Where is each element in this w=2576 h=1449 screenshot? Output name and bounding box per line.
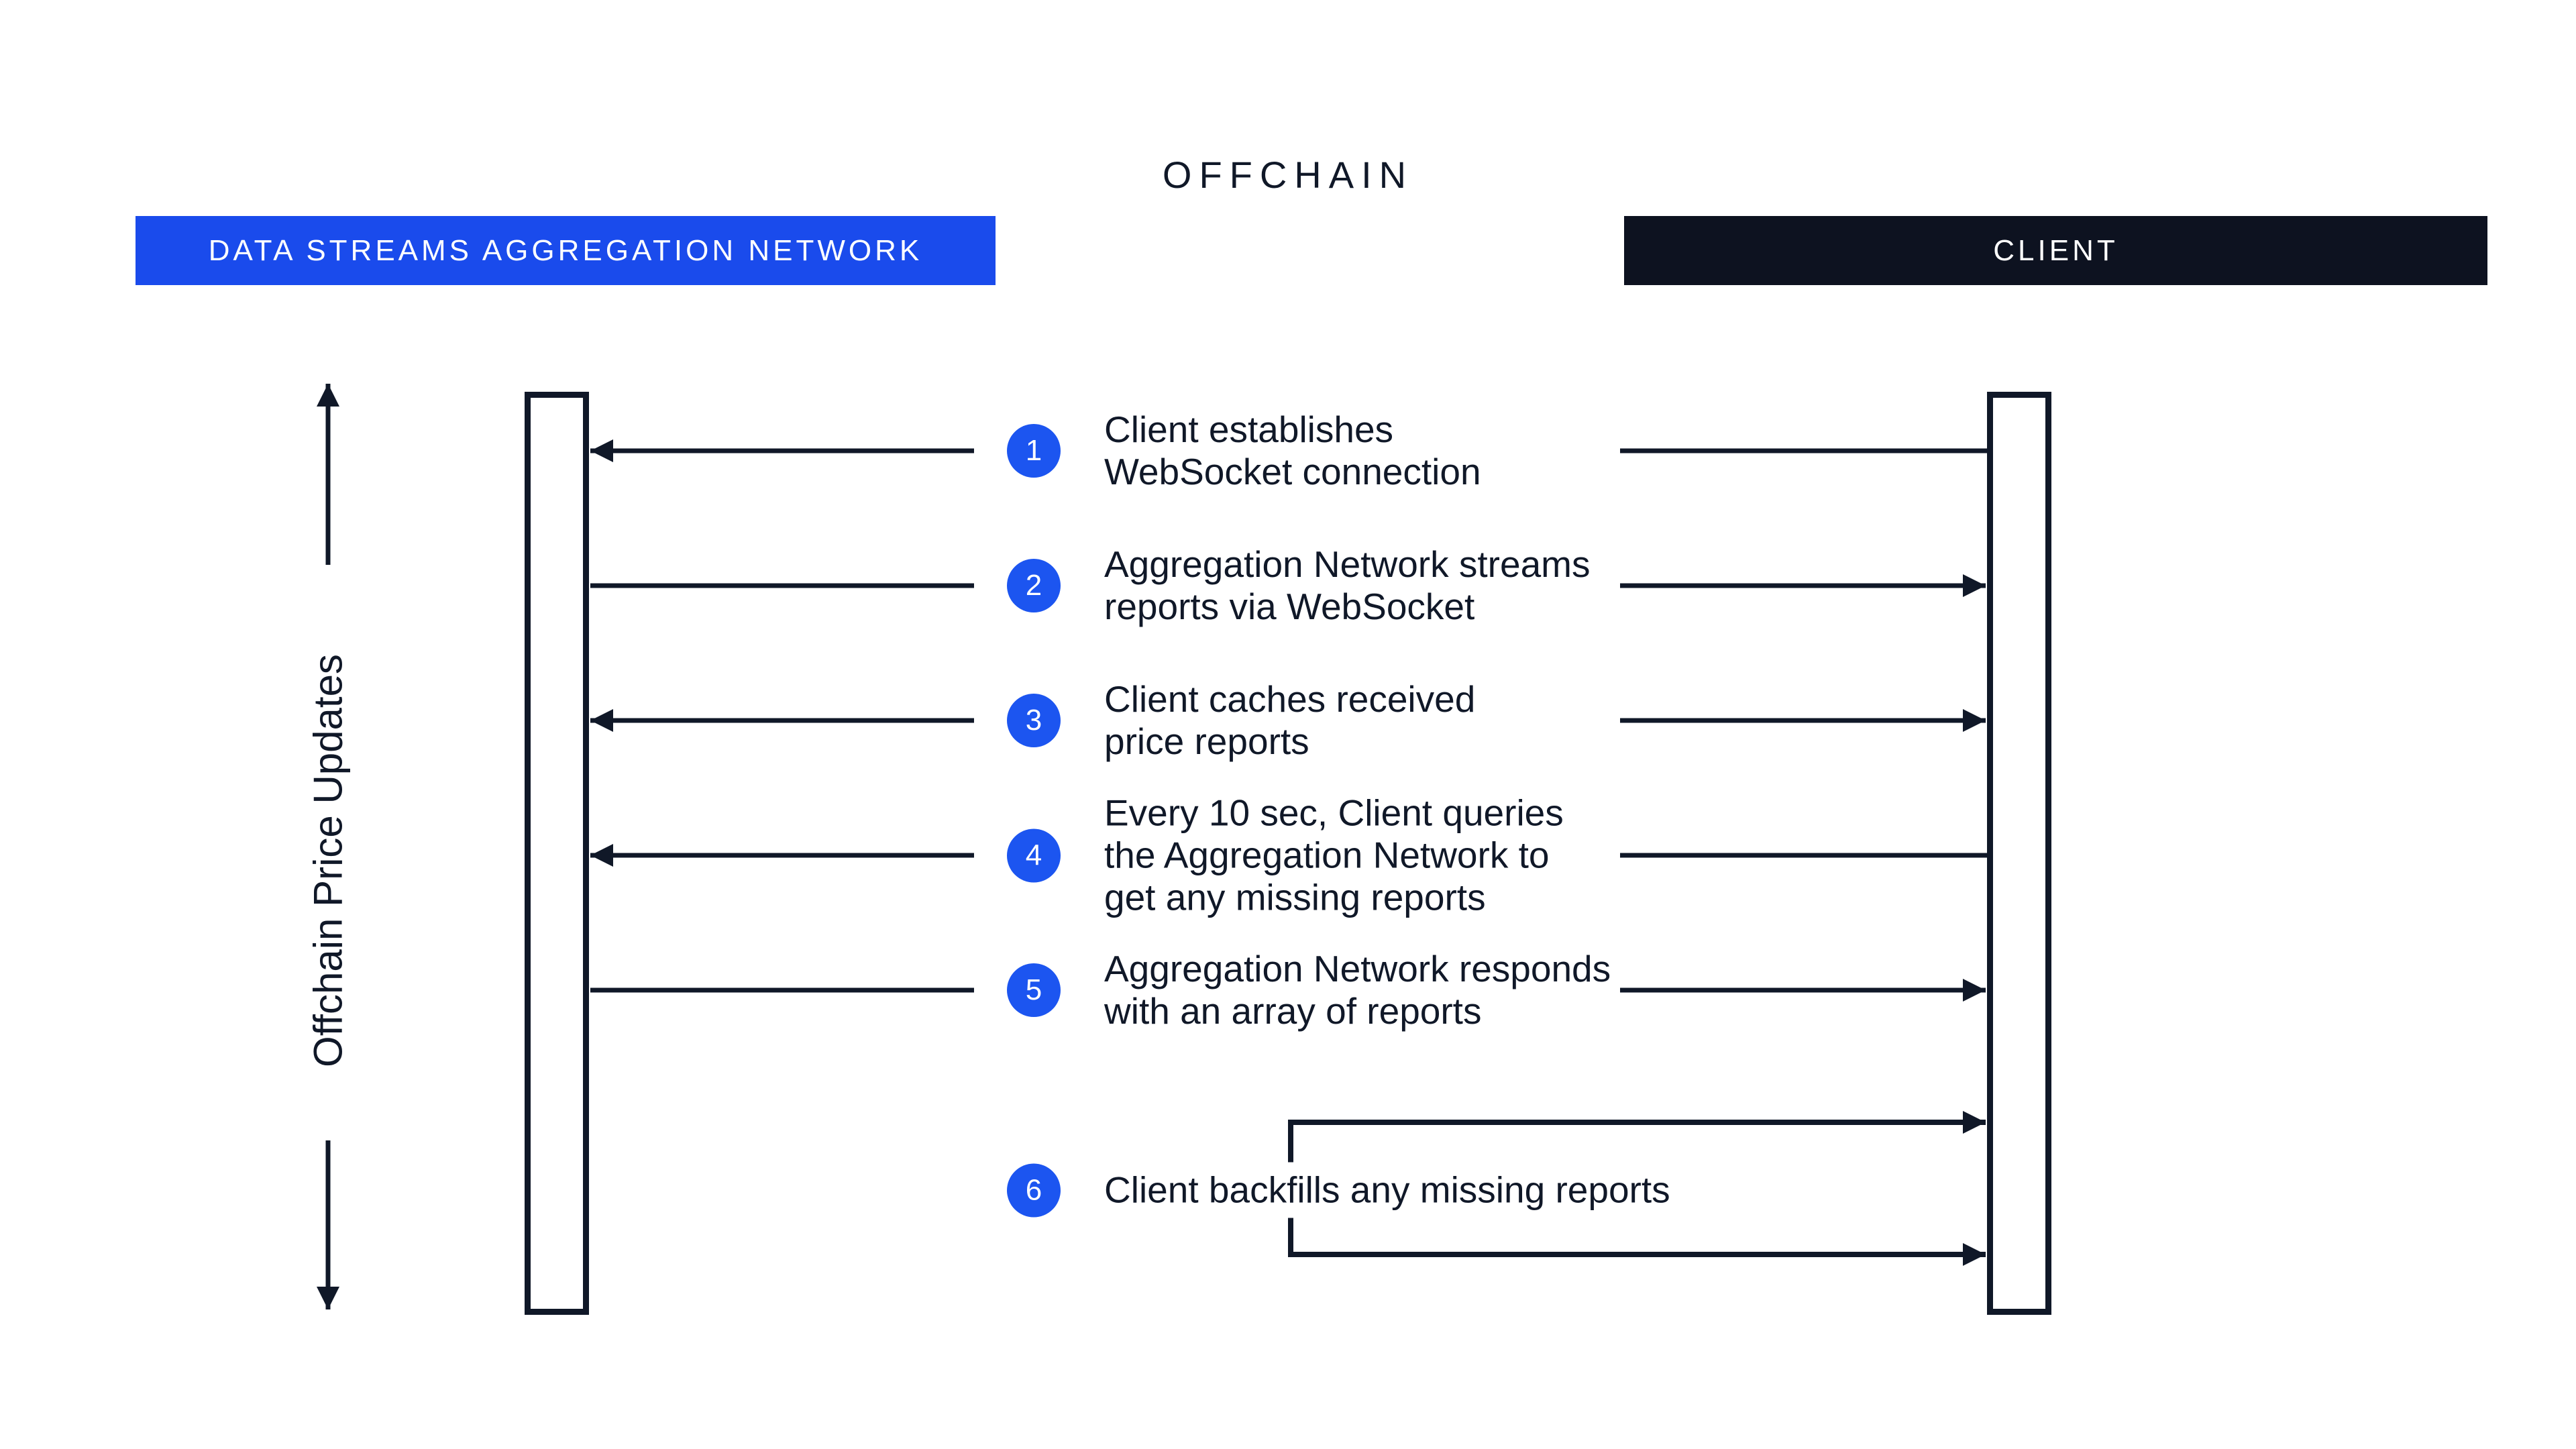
step-number-badge: 1 xyxy=(1007,424,1061,478)
step-description: Client backfills any missing reports xyxy=(1104,1162,1697,1218)
diagram-title: OFFCHAIN xyxy=(1162,154,1414,196)
participant-label-aggregation-network: DATA STREAMS AGGREGATION NETWORK xyxy=(208,233,923,267)
lifeline-aggregation-network xyxy=(525,392,589,1315)
step-row-4: 4 Every 10 sec, Client queries the Aggre… xyxy=(1007,792,1564,919)
participant-bar-client: CLIENT xyxy=(1624,216,2487,285)
step-row-2: 2 Aggregation Network streams reports vi… xyxy=(1007,543,1590,628)
participant-bar-aggregation-network: DATA STREAMS AGGREGATION NETWORK xyxy=(136,216,996,285)
step-description: Every 10 sec, Client queries the Aggrega… xyxy=(1104,792,1564,918)
step-description: Client establishes WebSocket connection xyxy=(1104,409,1481,492)
step-number-badge: 3 xyxy=(1007,694,1061,747)
step-description: Aggregation Network responds with an arr… xyxy=(1104,948,1611,1032)
participant-label-client: CLIENT xyxy=(1993,233,2118,267)
lifeline-client xyxy=(1987,392,2051,1315)
step-row-5: 5 Aggregation Network responds with an a… xyxy=(1007,948,1611,1032)
step-number-badge: 2 xyxy=(1007,559,1061,612)
step-number-badge: 6 xyxy=(1007,1163,1061,1217)
step-description: Client caches received price reports xyxy=(1104,678,1476,762)
step-row-3: 3 Client caches received price reports xyxy=(1007,678,1475,763)
step-row-6: 6 Client backfills any missing reports xyxy=(1007,1162,1697,1218)
axis-label: Offchain Price Updates xyxy=(305,654,351,1067)
step-description: Aggregation Network streams reports via … xyxy=(1104,543,1591,627)
step-number-badge: 5 xyxy=(1007,963,1061,1017)
step-number-badge: 4 xyxy=(1007,828,1061,882)
step-row-1: 1 Client establishes WebSocket connectio… xyxy=(1007,409,1481,493)
